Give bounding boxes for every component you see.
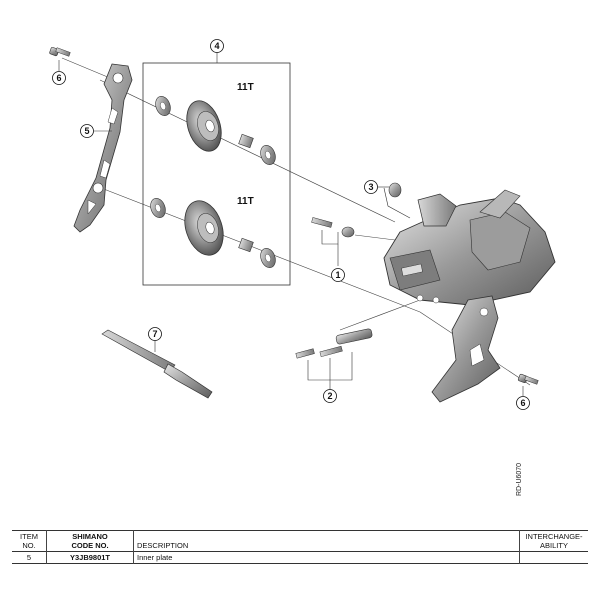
header-item-no: ITEM NO. xyxy=(20,532,38,550)
svg-text:2: 2 xyxy=(327,391,332,401)
mounting-bolts-upper xyxy=(311,217,355,238)
row-interchangeability xyxy=(519,551,588,564)
link-pins xyxy=(295,328,373,359)
table-row: 5 Y3JB9801T Inner plate xyxy=(12,551,588,564)
upper-pulley-teeth-label: 11T xyxy=(237,82,254,93)
header-code-no: SHIMANO CODE NO. xyxy=(46,530,134,552)
header-description: DESCRIPTION xyxy=(133,530,520,552)
callout-6-bottom: 6 xyxy=(516,386,530,410)
callout-3: 3 xyxy=(364,180,389,194)
parts-table: ITEM NO. SHIMANO CODE NO. DESCRIPTION IN… xyxy=(12,530,588,564)
item1-leader xyxy=(321,230,339,245)
svg-text:1: 1 xyxy=(335,270,340,280)
svg-text:7: 7 xyxy=(152,329,157,339)
header-code-line1: SHIMANO xyxy=(72,532,108,541)
fixing-bolt-top xyxy=(49,46,71,57)
row-code-no: Y3JB9801T xyxy=(46,551,134,564)
upper-pulley-group xyxy=(155,96,276,165)
inner-plate xyxy=(73,63,133,233)
pulley-tool xyxy=(101,329,213,399)
row-item-no: 5 xyxy=(26,553,32,562)
assembly-guide-lines xyxy=(61,57,531,386)
parts-table-header: ITEM NO. SHIMANO CODE NO. DESCRIPTION IN… xyxy=(12,530,588,552)
lower-pulley-teeth-label: 11T xyxy=(237,196,254,207)
header-code-line2: CODE NO. xyxy=(71,541,109,550)
callout-6-top: 6 xyxy=(52,60,66,85)
svg-text:5: 5 xyxy=(84,126,89,136)
callout-1: 1 xyxy=(331,268,345,282)
callout-5: 5 xyxy=(80,124,112,138)
pulley-set-box xyxy=(142,62,291,286)
svg-text:6: 6 xyxy=(520,398,525,408)
diagram-reference-code: RD-U6070 xyxy=(516,462,523,496)
rear-derailleur-body xyxy=(383,189,556,403)
callout-4: 4 xyxy=(210,39,224,53)
svg-text:6: 6 xyxy=(56,73,61,83)
adjust-nut-leader xyxy=(383,187,411,219)
callout-7: 7 xyxy=(148,327,162,341)
header-interchangeability: INTERCHANGE-ABILITY xyxy=(519,530,588,552)
adjust-nut xyxy=(388,182,402,198)
fixing-bolt-bottom xyxy=(517,373,539,385)
row-description: Inner plate xyxy=(133,551,520,564)
svg-text:4: 4 xyxy=(214,41,219,51)
svg-text:3: 3 xyxy=(368,182,373,192)
callout-2: 2 xyxy=(323,389,337,403)
lower-pulley-group xyxy=(150,198,276,268)
exploded-parts-diagram: 11T 11T xyxy=(49,39,556,410)
